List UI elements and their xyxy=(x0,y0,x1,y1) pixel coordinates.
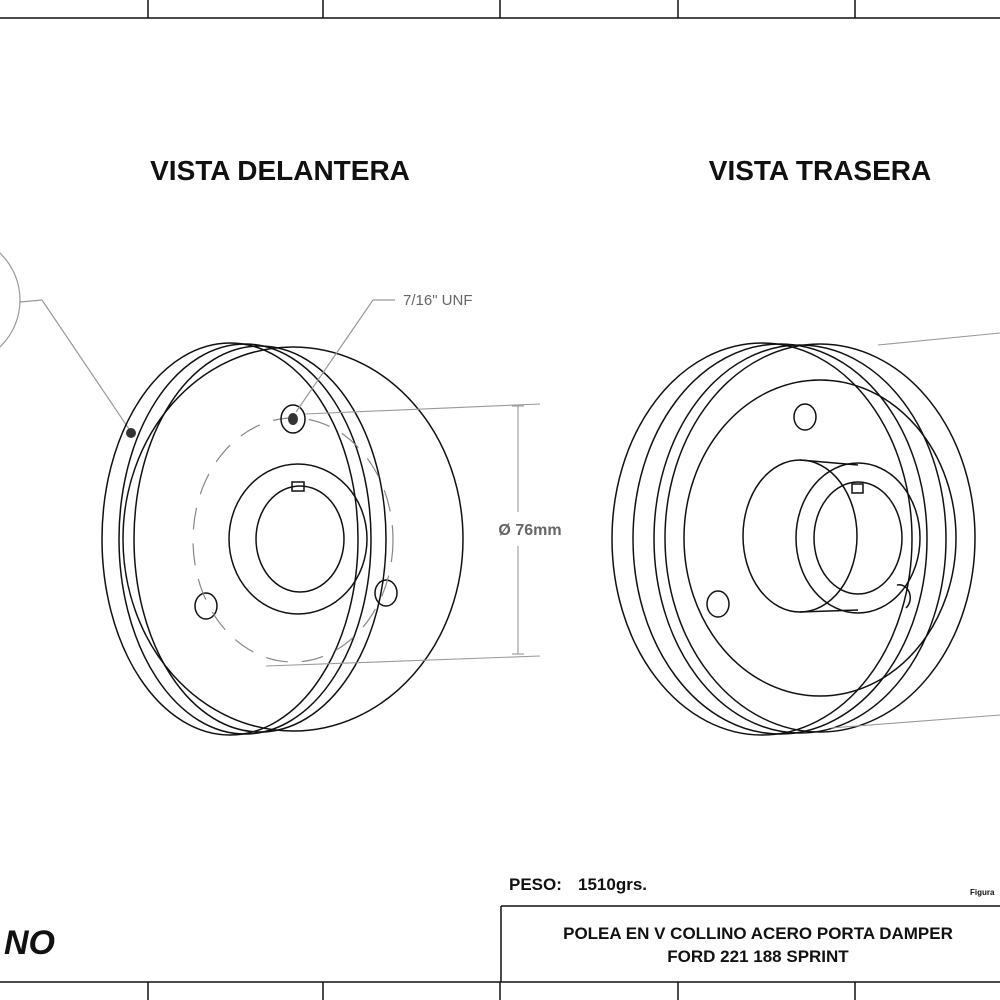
figure-label: Figura xyxy=(970,888,995,897)
title-block-frame xyxy=(500,905,1000,982)
weight-label: PESO: xyxy=(509,875,562,894)
front-bolt-circle xyxy=(192,417,394,663)
title-line-2: FORD 221 188 SPRINT xyxy=(667,947,849,966)
front-view-pulley xyxy=(101,342,464,736)
front-view-title: VISTA DELANTERA xyxy=(150,155,410,186)
thread-leader xyxy=(295,299,395,413)
rear-view-pulley xyxy=(611,342,976,736)
brand-logo: NO xyxy=(4,924,55,962)
rear-view-title: VISTA TRASERA xyxy=(709,155,931,186)
thread-spec-label: 7/16" UNF xyxy=(403,292,473,309)
title-line-1: POLEA EN V COLLINO ACERO PORTA DAMPER xyxy=(563,924,953,943)
detail-callout-dot xyxy=(126,428,136,438)
threaded-hole xyxy=(280,404,306,434)
detail-callout xyxy=(0,252,132,433)
rear-extension-lines xyxy=(830,332,1000,729)
weight-value: 1510grs. xyxy=(578,875,647,894)
diameter-dimension xyxy=(265,403,541,667)
diameter-label: Ø 76mm xyxy=(498,522,561,539)
